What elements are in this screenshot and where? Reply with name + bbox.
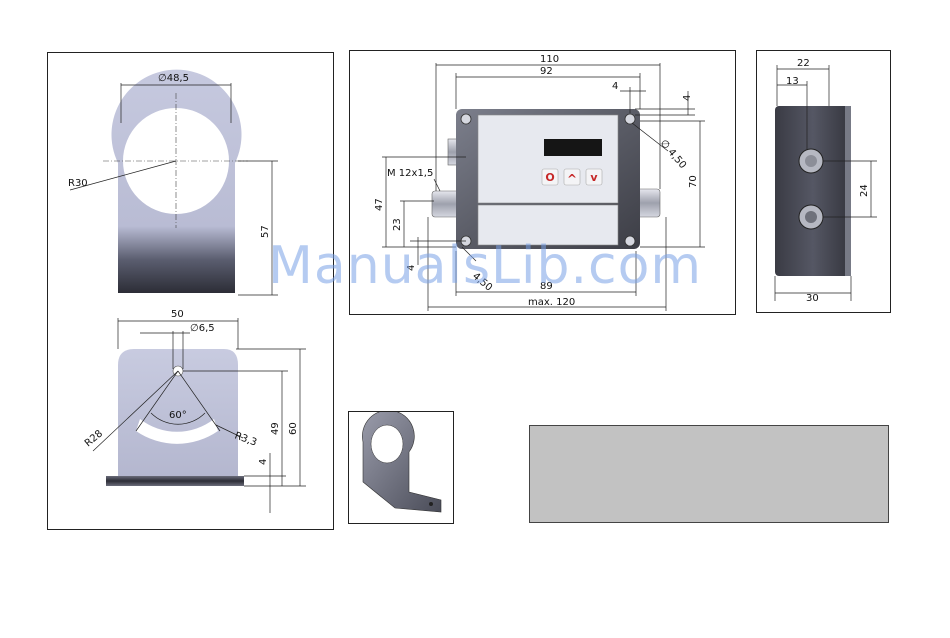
bracket-3d-image (349, 412, 455, 525)
dim-height-23: 23 (392, 218, 403, 231)
dim-hole-diameter: ∅6,5 (190, 323, 215, 334)
dim-offset-4-right: 4 (682, 95, 693, 101)
lcd-display (544, 139, 602, 156)
dim-total-width: 110 (540, 54, 559, 65)
dim-height-60: 60 (288, 422, 299, 435)
dim-30: 30 (806, 293, 819, 304)
bracket-side-view: 50 ∅6,5 60° R28 R3,3 49 60 (83, 309, 306, 513)
dim-24: 24 (859, 184, 870, 197)
dim-13: 13 (786, 76, 799, 87)
dim-slot-radius: R28 (83, 428, 105, 449)
bracket-3d-panel (348, 411, 454, 524)
side-drawing: 22 13 24 30 (757, 51, 892, 314)
dim-height-70: 70 (688, 175, 699, 188)
watermark: ManualsLib.com (268, 236, 702, 296)
dim-ring-radius: R30 (68, 178, 88, 189)
display-button-down[interactable]: v (586, 169, 602, 185)
display-button-up[interactable]: ^ (564, 169, 580, 186)
dim-22: 22 (797, 58, 810, 69)
housing-side-view (775, 106, 851, 276)
dim-base-width: 50 (171, 309, 184, 320)
svg-text:O: O (545, 171, 554, 184)
dim-width-92: 92 (540, 66, 553, 77)
side-drawing-panel: 22 13 24 30 (756, 50, 891, 313)
dim-offset-4-top: 4 (612, 81, 618, 92)
bracket-front-view: ∅48,5 R30 57 (68, 70, 278, 295)
dim-thickness: 4 (258, 459, 269, 465)
dim-thread: M 12x1,5 (387, 168, 433, 179)
dim-max-width: max. 120 (528, 297, 575, 308)
dim-hole: ∅ 4,50 (658, 138, 688, 171)
dim-ring-diameter: ∅48,5 (158, 73, 189, 84)
dim-height-49: 49 (270, 422, 281, 435)
display-button-o[interactable]: O (542, 169, 558, 185)
dim-height-47: 47 (374, 198, 385, 211)
svg-text:^: ^ (567, 172, 577, 186)
note-box (529, 425, 889, 523)
svg-text:v: v (590, 171, 598, 184)
dim-angle: 60° (169, 410, 187, 421)
